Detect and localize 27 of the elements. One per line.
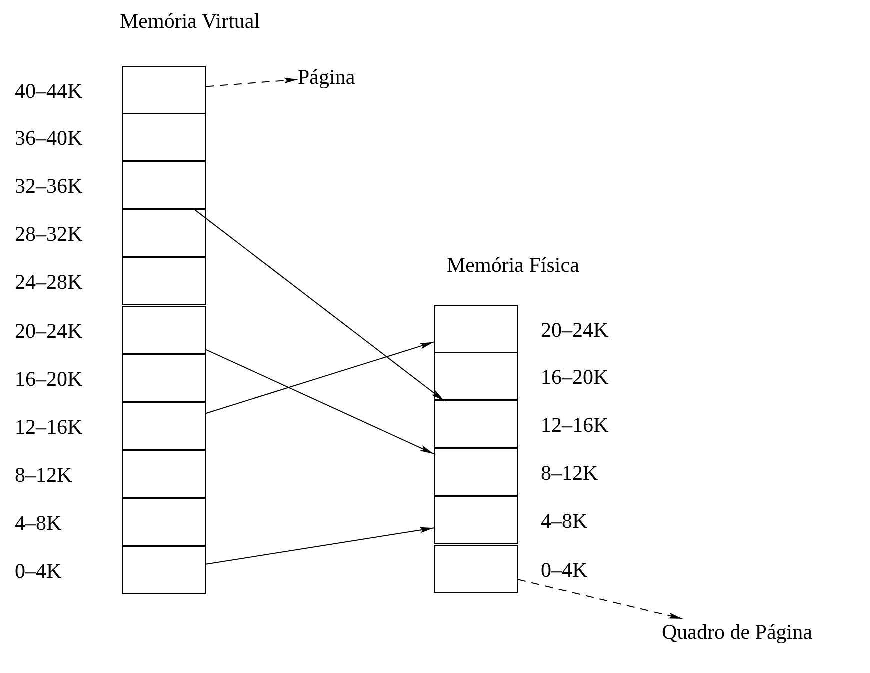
address-range-label: 20–24K xyxy=(15,318,83,344)
arrow xyxy=(206,78,298,88)
address-range-label: 16–20K xyxy=(15,366,83,392)
address-range-label: 40–44K xyxy=(15,78,83,104)
callout-label: Quadro de Página xyxy=(662,619,812,645)
address-range-label: 4–8K xyxy=(15,510,62,536)
address-range-label: 36–40K xyxy=(15,125,83,152)
address-range-label: 8–12K xyxy=(541,460,598,486)
arrow xyxy=(206,342,434,414)
address-range-label: 8–12K xyxy=(15,462,72,488)
arrow xyxy=(194,210,446,402)
address-range-label: 12–16K xyxy=(15,414,83,440)
address-range-label: 0–4K xyxy=(541,556,588,582)
arrow xyxy=(206,349,434,455)
arrow xyxy=(206,527,434,565)
memory-title: Memória Física xyxy=(447,252,580,278)
address-range-label: 12–16K xyxy=(541,412,609,438)
callout-label: Página xyxy=(298,64,356,90)
address-range-label: 24–28K xyxy=(15,269,83,296)
address-range-label: 20–24K xyxy=(541,317,609,343)
arrow xyxy=(518,579,684,620)
address-range-label: 4–8K xyxy=(541,508,588,534)
address-range-label: 32–36K xyxy=(15,173,83,200)
memory-title: Memória Virtual xyxy=(120,8,260,34)
address-range-label: 28–32K xyxy=(15,221,83,248)
address-range-label: 0–4K xyxy=(15,558,62,584)
address-range-label: 16–20K xyxy=(541,364,609,390)
